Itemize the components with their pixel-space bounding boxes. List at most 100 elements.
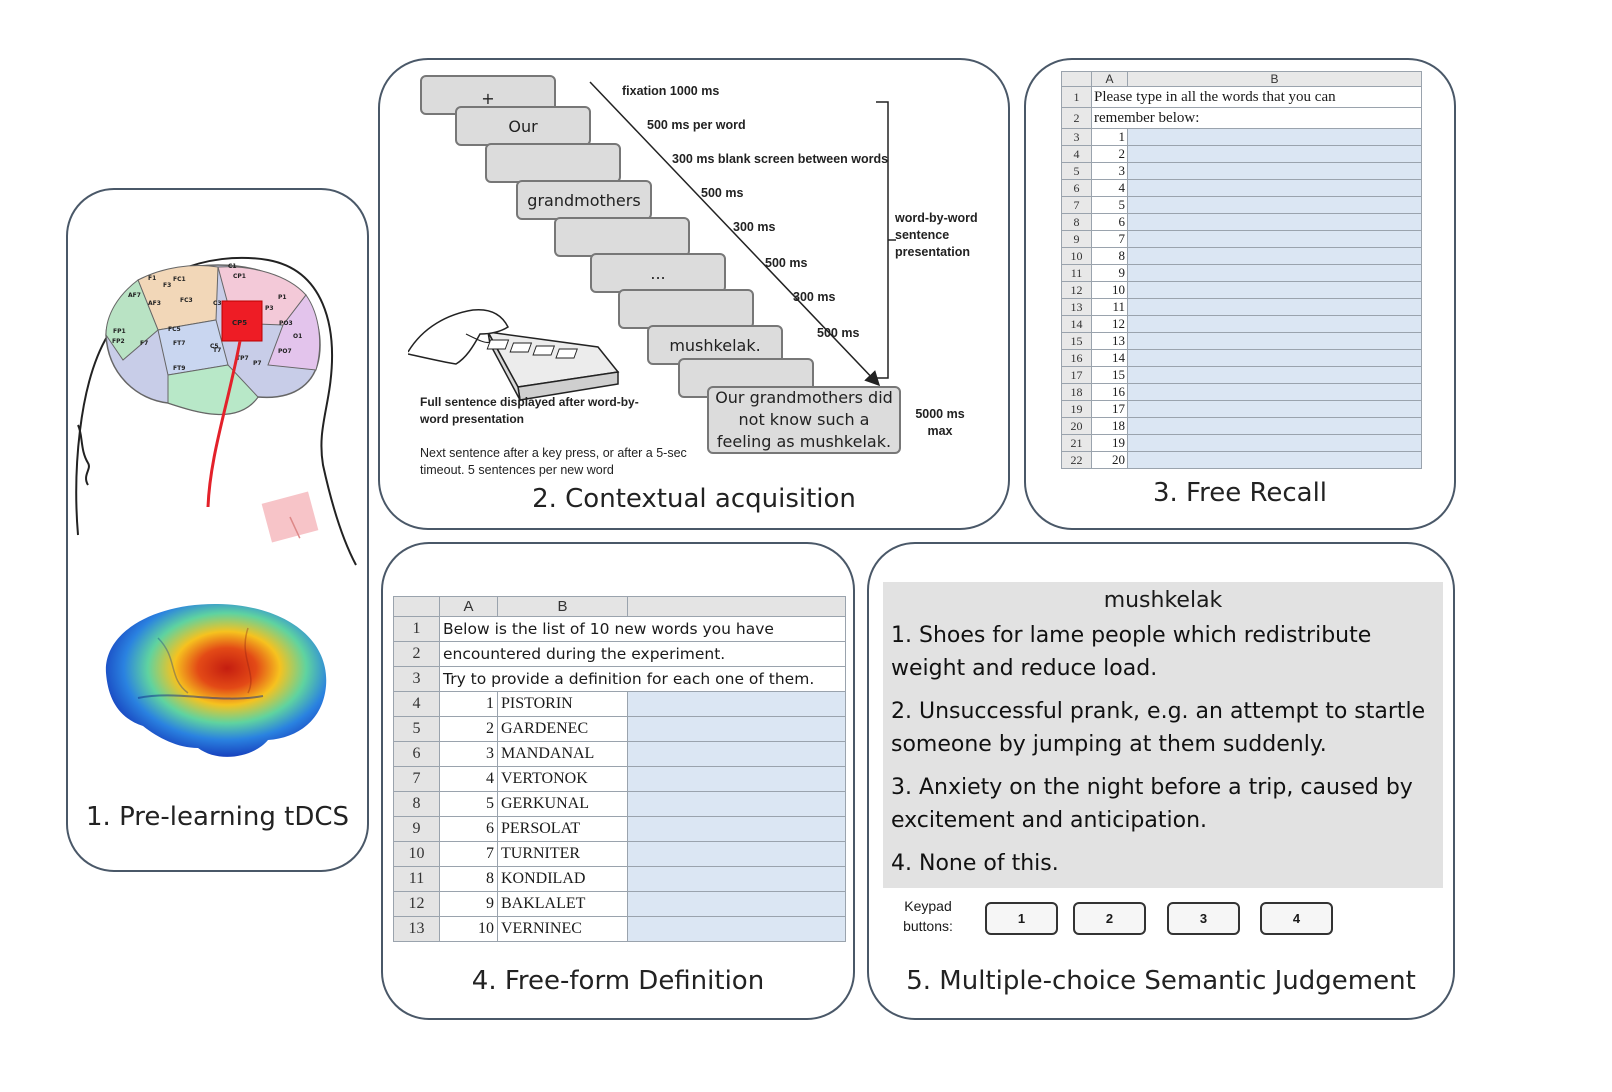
new-word: GERKUNAL xyxy=(497,791,628,817)
keypad-button-4[interactable]: 4 xyxy=(1260,902,1333,935)
recall-input-cell[interactable] xyxy=(1127,298,1422,316)
recall-input-cell[interactable] xyxy=(1127,196,1422,214)
cathode-electrode xyxy=(261,491,319,543)
instruction-cell: encountered during the experiment. xyxy=(439,641,846,667)
timeline-arrow xyxy=(589,81,896,387)
definition-input-cell[interactable] xyxy=(627,791,846,817)
row-number: 9 xyxy=(1061,230,1092,248)
panel-semantic-judgement: mushkelak 1. Shoes for lame people which… xyxy=(867,542,1455,1020)
recall-input-cell[interactable] xyxy=(1127,281,1422,299)
electrode-label: AF7 xyxy=(128,292,141,299)
recall-input-cell[interactable] xyxy=(1127,366,1422,384)
recall-input-cell[interactable] xyxy=(1127,349,1422,367)
item-number: 6 xyxy=(1091,213,1128,231)
row-number: 20 xyxy=(1061,417,1092,435)
row-number: 7 xyxy=(393,766,440,792)
row-number: 15 xyxy=(1061,332,1092,350)
row-number: 8 xyxy=(1061,213,1092,231)
keypad-button-2[interactable]: 2 xyxy=(1073,902,1146,935)
row-number: 4 xyxy=(1061,145,1092,163)
definition-input-cell[interactable] xyxy=(627,691,846,717)
recall-input-cell[interactable] xyxy=(1127,400,1422,418)
new-word: MANDANAL xyxy=(497,741,628,767)
new-word: VERTONOK xyxy=(497,766,628,792)
recall-input-cell[interactable] xyxy=(1127,332,1422,350)
recall-input-cell[interactable] xyxy=(1127,247,1422,265)
recall-input-cell[interactable] xyxy=(1127,162,1422,180)
electrode-label: O1 xyxy=(293,333,302,340)
row-number: 1 xyxy=(1061,86,1092,108)
item-number: 1 xyxy=(1091,128,1128,146)
recall-input-cell[interactable] xyxy=(1127,179,1422,197)
item-number: 16 xyxy=(1091,383,1128,401)
answer-option: 3. Anxiety on the night before a trip, c… xyxy=(891,775,1413,833)
electrode-label: TP7 xyxy=(236,355,249,362)
panel-label-contextual: 2. Contextual acquisition xyxy=(532,484,856,514)
recall-input-cell[interactable] xyxy=(1127,230,1422,248)
new-word: VERNINEC xyxy=(497,916,628,942)
answer-option: 2. Unsuccessful prank, e.g. an attempt t… xyxy=(891,699,1426,757)
recall-input-cell[interactable] xyxy=(1127,264,1422,282)
recall-input-cell[interactable] xyxy=(1127,213,1422,231)
instruction-cell: Below is the list of 10 new words you ha… xyxy=(439,616,846,642)
timing-label: 300 ms xyxy=(793,290,836,304)
electrode-label: P3 xyxy=(265,305,274,312)
item-number: 9 xyxy=(1091,264,1128,282)
item-number: 2 xyxy=(1091,145,1128,163)
row-number: 12 xyxy=(1061,281,1092,299)
recall-input-cell[interactable] xyxy=(1127,315,1422,333)
recall-input-cell[interactable] xyxy=(1127,417,1422,435)
row-number: 6 xyxy=(393,741,440,767)
definition-input-cell[interactable] xyxy=(627,716,846,742)
definition-input-cell[interactable] xyxy=(627,816,846,842)
item-number: 1 xyxy=(439,691,498,717)
keypad-button-3[interactable]: 3 xyxy=(1167,902,1240,935)
timing-label: 500 ms per word xyxy=(647,118,746,132)
definition-input-cell[interactable] xyxy=(627,741,846,767)
item-number: 11 xyxy=(1091,298,1128,316)
item-number: 2 xyxy=(439,716,498,742)
electrode-label: AF3 xyxy=(148,300,161,307)
definition-input-cell[interactable] xyxy=(627,866,846,892)
item-number: 4 xyxy=(1091,179,1128,197)
instruction-cell: remember below: xyxy=(1091,107,1422,129)
recall-input-cell[interactable] xyxy=(1127,451,1422,469)
item-number: 20 xyxy=(1091,451,1128,469)
row-number: 3 xyxy=(1061,128,1092,146)
row-number: 18 xyxy=(1061,383,1092,401)
definition-input-cell[interactable] xyxy=(627,766,846,792)
electrode-label: CP1 xyxy=(233,273,246,280)
definition-input-cell[interactable] xyxy=(627,916,846,942)
row-number: 19 xyxy=(1061,400,1092,418)
column-header: A xyxy=(1091,71,1128,87)
row-number: 12 xyxy=(393,891,440,917)
keypad-button-1[interactable]: 1 xyxy=(985,902,1058,935)
recall-input-cell[interactable] xyxy=(1127,434,1422,452)
keypad: 1 2 3 4 xyxy=(985,902,1345,942)
recall-input-cell[interactable] xyxy=(1127,145,1422,163)
item-number: 5 xyxy=(439,791,498,817)
column-header xyxy=(627,596,846,617)
electrode-label: F7 xyxy=(140,340,148,347)
electrode-label: F1 xyxy=(148,275,156,282)
recall-input-cell[interactable] xyxy=(1127,383,1422,401)
instruction-cell: Please type in all the words that you ca… xyxy=(1091,86,1422,108)
sheet-corner xyxy=(393,596,440,617)
new-word: TURNITER xyxy=(497,841,628,867)
recall-input-cell[interactable] xyxy=(1127,128,1422,146)
definition-input-cell[interactable] xyxy=(627,841,846,867)
definition-input-cell[interactable] xyxy=(627,891,846,917)
